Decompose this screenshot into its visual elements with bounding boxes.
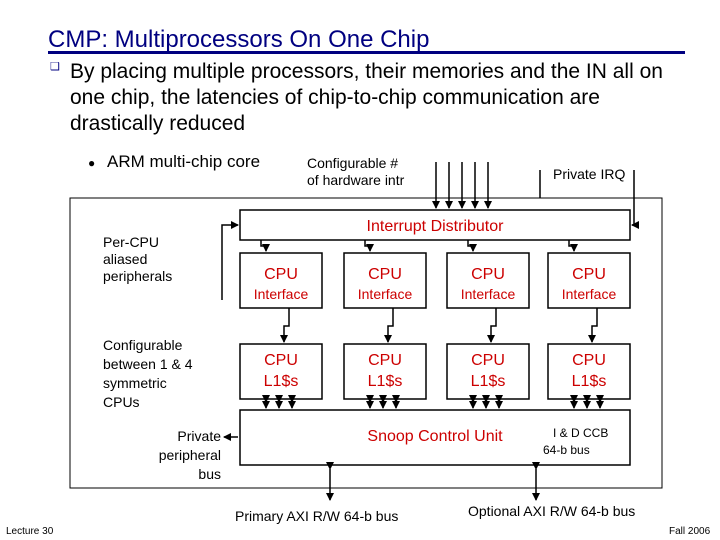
configurable-cpus-line-2: between 1 & 4 bbox=[103, 356, 193, 372]
cpu-cache-line2-3: L1$s bbox=[471, 373, 506, 390]
configurable-cpus-line-1: Configurable bbox=[103, 337, 183, 353]
cpu-snoop-arrows bbox=[262, 395, 604, 409]
cpu-cache-row: CPU L1$s CPU L1$s CPU L1$s CPU L1$s bbox=[239, 343, 631, 400]
cpu-interface-subtitle-4: Interface bbox=[562, 286, 617, 302]
snoop-control-unit-label: Snoop Control Unit bbox=[367, 428, 503, 445]
cpu-interface-box-4 bbox=[547, 252, 631, 309]
cpu-interface-title-4: CPU bbox=[572, 266, 606, 283]
configurable-intr-line-1: Configurable # bbox=[307, 155, 399, 171]
cpu-interface-subtitle-2: Interface bbox=[358, 286, 413, 302]
per-cpu-line-3: peripherals bbox=[103, 268, 173, 284]
configurable-intr-label: Configurable # of hardware intr bbox=[307, 155, 404, 189]
snoop-control-unit-box bbox=[239, 409, 631, 466]
cpu-cache-line2-4: L1$s bbox=[572, 373, 607, 390]
core-outline bbox=[69, 197, 663, 489]
title-underline bbox=[48, 51, 685, 54]
distributor-to-interface-arrows bbox=[260, 240, 578, 252]
configurable-intr-line-2: of hardware intr bbox=[307, 172, 405, 188]
cpu-cache-line1-3: CPU bbox=[471, 352, 505, 369]
primary-bus-label: Primary AXI R/W 64-b bus bbox=[235, 508, 399, 524]
bus-64b-label: 64-b bus bbox=[543, 443, 590, 457]
optional-bus-label: Optional AXI R/W 64-b bus bbox=[468, 503, 636, 519]
configurable-cpus-label: Configurable between 1 & 4 symmetric CPU… bbox=[103, 336, 193, 412]
round-bullet-icon: ● bbox=[88, 156, 96, 170]
cpu-interface-box-3 bbox=[446, 252, 530, 309]
footer-lecture: Lecture 30 bbox=[6, 526, 54, 537]
cpu-interface-title-3: CPU bbox=[471, 266, 505, 283]
configurable-cpus-line-3: symmetric bbox=[103, 375, 167, 391]
cpu-interface-title-2: CPU bbox=[368, 266, 402, 283]
interrupt-distributor-label: Interrupt Distributor bbox=[367, 218, 505, 235]
cpu-cache-line1-2: CPU bbox=[368, 352, 402, 369]
cpu-interface-title-1: CPU bbox=[264, 266, 298, 283]
square-bullet-icon: ❑ bbox=[50, 61, 60, 73]
cpu-cache-line1-1: CPU bbox=[264, 352, 298, 369]
private-irq-label: Private IRQ bbox=[553, 166, 626, 182]
cpu-cache-box-1 bbox=[239, 343, 323, 400]
id-ccb-label: I & D CCB bbox=[553, 426, 609, 440]
page-title: CMP: Multiprocessors On One Chip bbox=[48, 26, 430, 53]
cpu-interface-box-1 bbox=[239, 252, 323, 309]
cpu-interface-row: CPU Interface CPU Interface CPU Interfac… bbox=[239, 252, 631, 309]
private-bus-line-3: bus bbox=[198, 466, 221, 482]
private-bus-line-1: Private bbox=[177, 428, 221, 444]
main-bullet-text: By placing multiple processors, their me… bbox=[70, 60, 663, 135]
peripherals-arrow bbox=[221, 221, 239, 300]
per-cpu-line-1: Per-CPU bbox=[103, 234, 160, 250]
cpu-cache-line1-4: CPU bbox=[572, 352, 606, 369]
per-cpu-line-2: aliased bbox=[103, 251, 148, 267]
cpu-cache-box-4 bbox=[547, 343, 631, 400]
cpu-interface-subtitle-1: Interface bbox=[254, 286, 309, 302]
sub-bullet-text: ARM multi-chip core bbox=[107, 152, 261, 171]
cpu-interface-subtitle-3: Interface bbox=[461, 286, 516, 302]
cpu-cache-line2-1: L1$s bbox=[264, 373, 299, 390]
footer-date: Fall 2006 bbox=[669, 526, 711, 537]
private-bus-line-2: peripheral bbox=[158, 447, 221, 463]
configurable-cpus-line-4: CPUs bbox=[103, 394, 140, 410]
hardware-intr-lines bbox=[432, 162, 492, 209]
cpu-cache-line2-2: L1$s bbox=[368, 373, 403, 390]
interface-to-cpu-arrows bbox=[280, 308, 598, 343]
private-peripheral-bus-label: Private peripheral bus bbox=[130, 427, 221, 484]
cpu-interface-box-2 bbox=[343, 252, 427, 309]
per-cpu-peripherals-label: Per-CPU aliased peripherals bbox=[103, 234, 172, 285]
interrupt-distributor-box bbox=[239, 209, 631, 241]
